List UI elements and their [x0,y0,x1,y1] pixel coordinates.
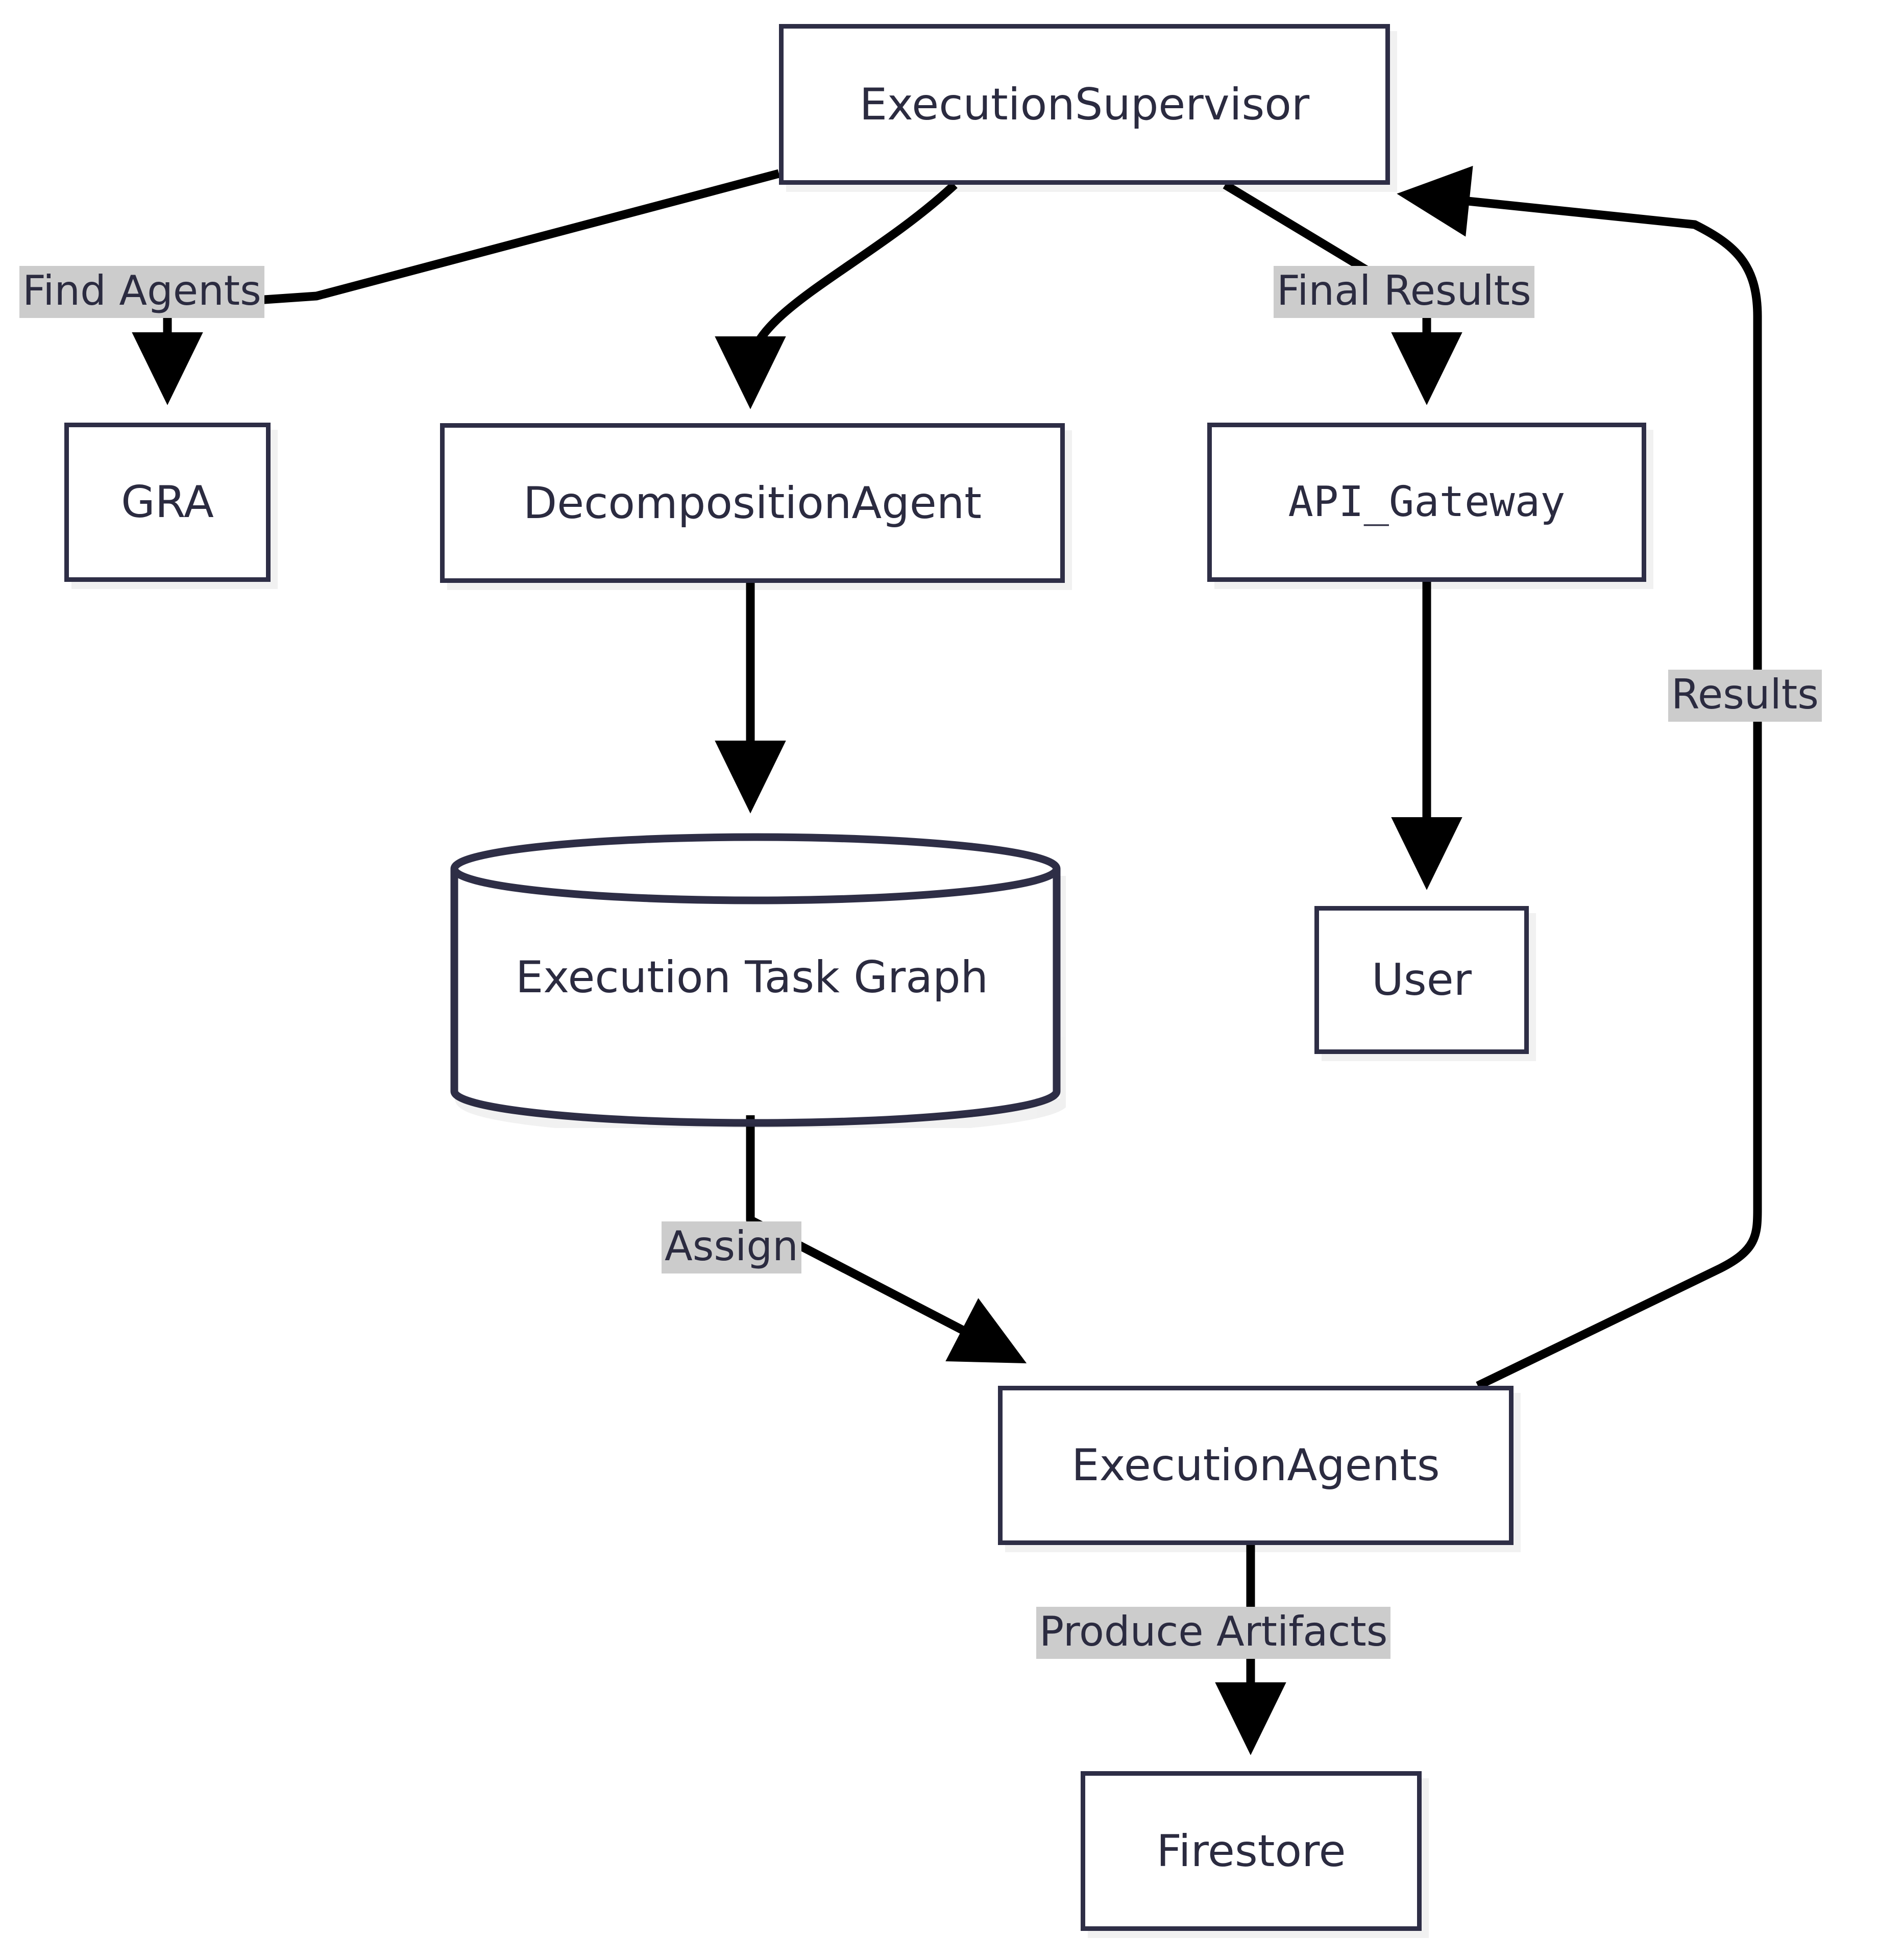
node-label-gra: GRA [121,477,214,528]
node-gra[interactable]: GRA [64,423,271,582]
node-user[interactable]: User [1314,906,1529,1054]
node-execution-agents[interactable]: ExecutionAgents [998,1386,1514,1545]
node-label-execution-supervisor: ExecutionSupervisor [859,79,1310,130]
node-label-api-gateway: API_Gateway [1288,478,1566,526]
node-execution-task-graph[interactable]: Execution Task Graph [438,822,1066,1128]
node-label-execution-agents: ExecutionAgents [1071,1440,1440,1491]
edge-label-assign: Assign [662,1221,801,1274]
node-firestore[interactable]: Firestore [1081,1771,1422,1931]
node-label-decomposition-agent: DecompositionAgent [523,477,982,529]
node-api-gateway[interactable]: API_Gateway [1207,423,1646,582]
node-decomposition-agent[interactable]: DecompositionAgent [440,423,1065,583]
edge-executionagents-to-supervisor [1397,165,1762,1390]
node-label-firestore: Firestore [1156,1825,1346,1877]
node-label-user: User [1371,954,1472,1006]
edge-taskgraph-to-executionagents [746,1115,1027,1363]
edge-label-results: Results [1668,670,1822,722]
edge-label-produce-artifacts: Produce Artifacts [1036,1607,1391,1659]
cylinder-shape [450,833,1066,1128]
node-label-execution-task-graph: Execution Task Graph [515,952,989,1003]
edge-label-final-results: Final Results [1274,266,1534,318]
edge-label-find-agents: Find Agents [19,266,264,318]
node-execution-supervisor[interactable]: ExecutionSupervisor [779,24,1390,185]
edge-supervisor-to-decomposition [715,181,958,409]
